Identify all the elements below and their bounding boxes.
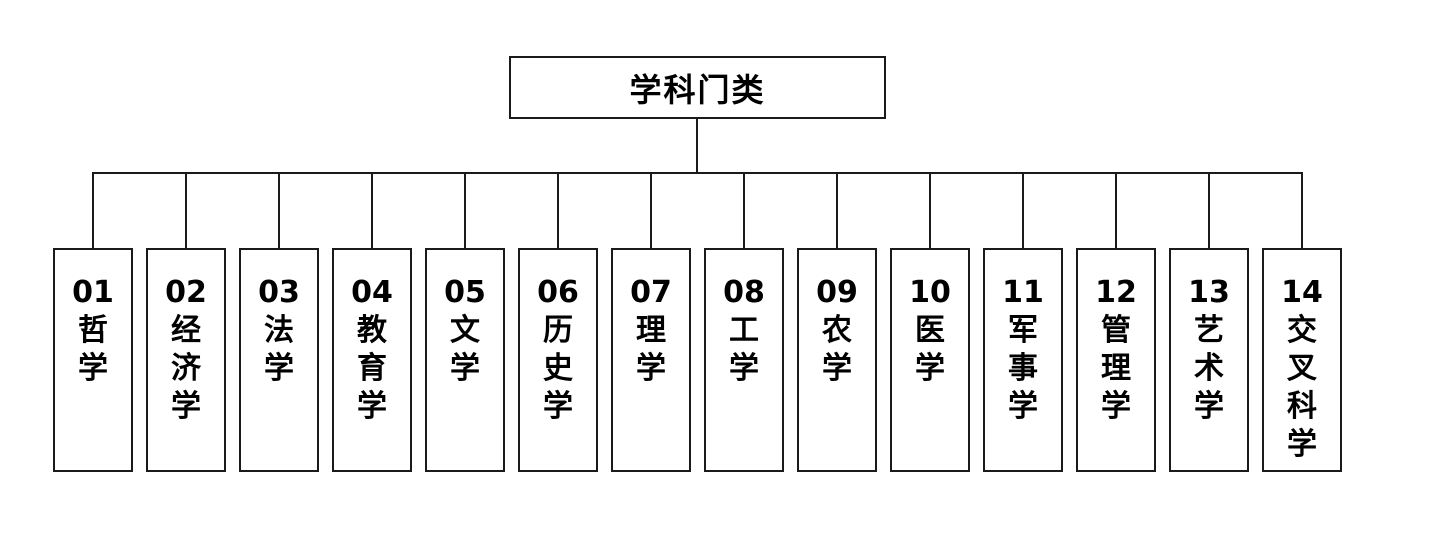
discipline-label-char: 学 (264, 351, 294, 386)
discipline-label-char: 学 (543, 389, 573, 424)
discipline-node: 14 交叉科学 (1262, 248, 1342, 472)
discipline-code: 02 (165, 275, 207, 310)
connector-drop-line (92, 172, 94, 248)
discipline-code: 13 (1188, 275, 1230, 310)
discipline-node-slot: 10 医学 (890, 172, 970, 472)
discipline-node-slot: 13 艺术学 (1169, 172, 1249, 472)
connector-drop-line (185, 172, 187, 248)
discipline-node: 03 法学 (239, 248, 319, 472)
discipline-code: 10 (909, 275, 951, 310)
discipline-label-char: 史 (543, 351, 573, 386)
discipline-node: 12 管理学 (1076, 248, 1156, 472)
connector-drop-line (371, 172, 373, 248)
discipline-label-char: 交 (1287, 313, 1317, 348)
discipline-label-char: 文 (450, 313, 480, 348)
discipline-label-char: 学 (915, 351, 945, 386)
connector-drop-line (557, 172, 559, 248)
connector-drop-line (743, 172, 745, 248)
discipline-label-char: 学 (1008, 389, 1038, 424)
connector-drop-line (1115, 172, 1117, 248)
discipline-label-char: 学 (78, 351, 108, 386)
discipline-label-char: 学 (171, 389, 201, 424)
discipline-label-char: 学 (357, 389, 387, 424)
connector-drop-line (1301, 172, 1303, 248)
discipline-label-char: 育 (357, 351, 387, 386)
discipline-label-char: 事 (1008, 351, 1038, 386)
discipline-label-char: 医 (915, 313, 945, 348)
connector-drop-line (278, 172, 280, 248)
discipline-node-slot: 09 农学 (797, 172, 877, 472)
discipline-code: 14 (1281, 275, 1323, 310)
discipline-label-char: 学 (1101, 389, 1131, 424)
discipline-node: 05 文学 (425, 248, 505, 472)
discipline-node-slot: 04 教育学 (332, 172, 412, 472)
discipline-label-char: 学 (822, 351, 852, 386)
connector-drop-line (650, 172, 652, 248)
discipline-node-slot: 12 管理学 (1076, 172, 1156, 472)
discipline-node: 10 医学 (890, 248, 970, 472)
discipline-code: 03 (258, 275, 300, 310)
discipline-label-char: 农 (822, 313, 852, 348)
discipline-node-slot: 06 历史学 (518, 172, 598, 472)
connector-drop-line (464, 172, 466, 248)
discipline-node-slot: 14 交叉科学 (1262, 172, 1342, 472)
discipline-code: 01 (72, 275, 114, 310)
discipline-node-slot: 02 经济学 (146, 172, 226, 472)
discipline-label-char: 学 (1287, 427, 1317, 462)
discipline-code: 05 (444, 275, 486, 310)
discipline-label-char: 艺 (1194, 313, 1224, 348)
discipline-node: 13 艺术学 (1169, 248, 1249, 472)
discipline-code: 09 (816, 275, 858, 310)
connector-drop-line (1022, 172, 1024, 248)
discipline-label-char: 法 (264, 313, 294, 348)
discipline-code: 08 (723, 275, 765, 310)
discipline-node-slot: 01 哲学 (53, 172, 133, 472)
discipline-code: 11 (1002, 275, 1044, 310)
discipline-node: 09 农学 (797, 248, 877, 472)
discipline-node-slot: 08 工学 (704, 172, 784, 472)
discipline-label-char: 科 (1287, 389, 1317, 424)
discipline-label-char: 叉 (1287, 351, 1317, 386)
discipline-label-char: 理 (636, 313, 666, 348)
connector-drop-line (836, 172, 838, 248)
discipline-node: 07 理学 (611, 248, 691, 472)
connector-drop-line (929, 172, 931, 248)
discipline-node: 04 教育学 (332, 248, 412, 472)
discipline-node-slot: 11 军事学 (983, 172, 1063, 472)
discipline-node: 11 军事学 (983, 248, 1063, 472)
discipline-label-char: 学 (729, 351, 759, 386)
discipline-label-char: 学 (450, 351, 480, 386)
connector-root-stem (696, 119, 698, 174)
discipline-label-char: 济 (171, 351, 201, 386)
discipline-label-char: 理 (1101, 351, 1131, 386)
discipline-label-char: 学 (636, 351, 666, 386)
discipline-node: 01 哲学 (53, 248, 133, 472)
connector-bus-line (92, 172, 1303, 174)
children-row: 01 哲学 02 经济学 03 法学 04 教育学 05 文学 06 历史学 (53, 172, 1342, 472)
discipline-node: 02 经济学 (146, 248, 226, 472)
discipline-label-char: 教 (357, 313, 387, 348)
root-node: 学科门类 (509, 56, 886, 119)
discipline-node-slot: 07 理学 (611, 172, 691, 472)
discipline-label-char: 哲 (78, 313, 108, 348)
connector-drop-line (1208, 172, 1210, 248)
discipline-label-char: 管 (1101, 313, 1131, 348)
discipline-label-char: 学 (1194, 389, 1224, 424)
discipline-code: 07 (630, 275, 672, 310)
discipline-label-char: 工 (729, 313, 759, 348)
discipline-code: 04 (351, 275, 393, 310)
discipline-label-char: 术 (1194, 351, 1224, 386)
discipline-node: 08 工学 (704, 248, 784, 472)
discipline-node-slot: 05 文学 (425, 172, 505, 472)
discipline-label-char: 历 (543, 313, 573, 348)
discipline-code: 12 (1095, 275, 1137, 310)
discipline-node-slot: 03 法学 (239, 172, 319, 472)
discipline-label-char: 经 (171, 313, 201, 348)
discipline-label-char: 军 (1008, 313, 1038, 348)
discipline-code: 06 (537, 275, 579, 310)
discipline-node: 06 历史学 (518, 248, 598, 472)
